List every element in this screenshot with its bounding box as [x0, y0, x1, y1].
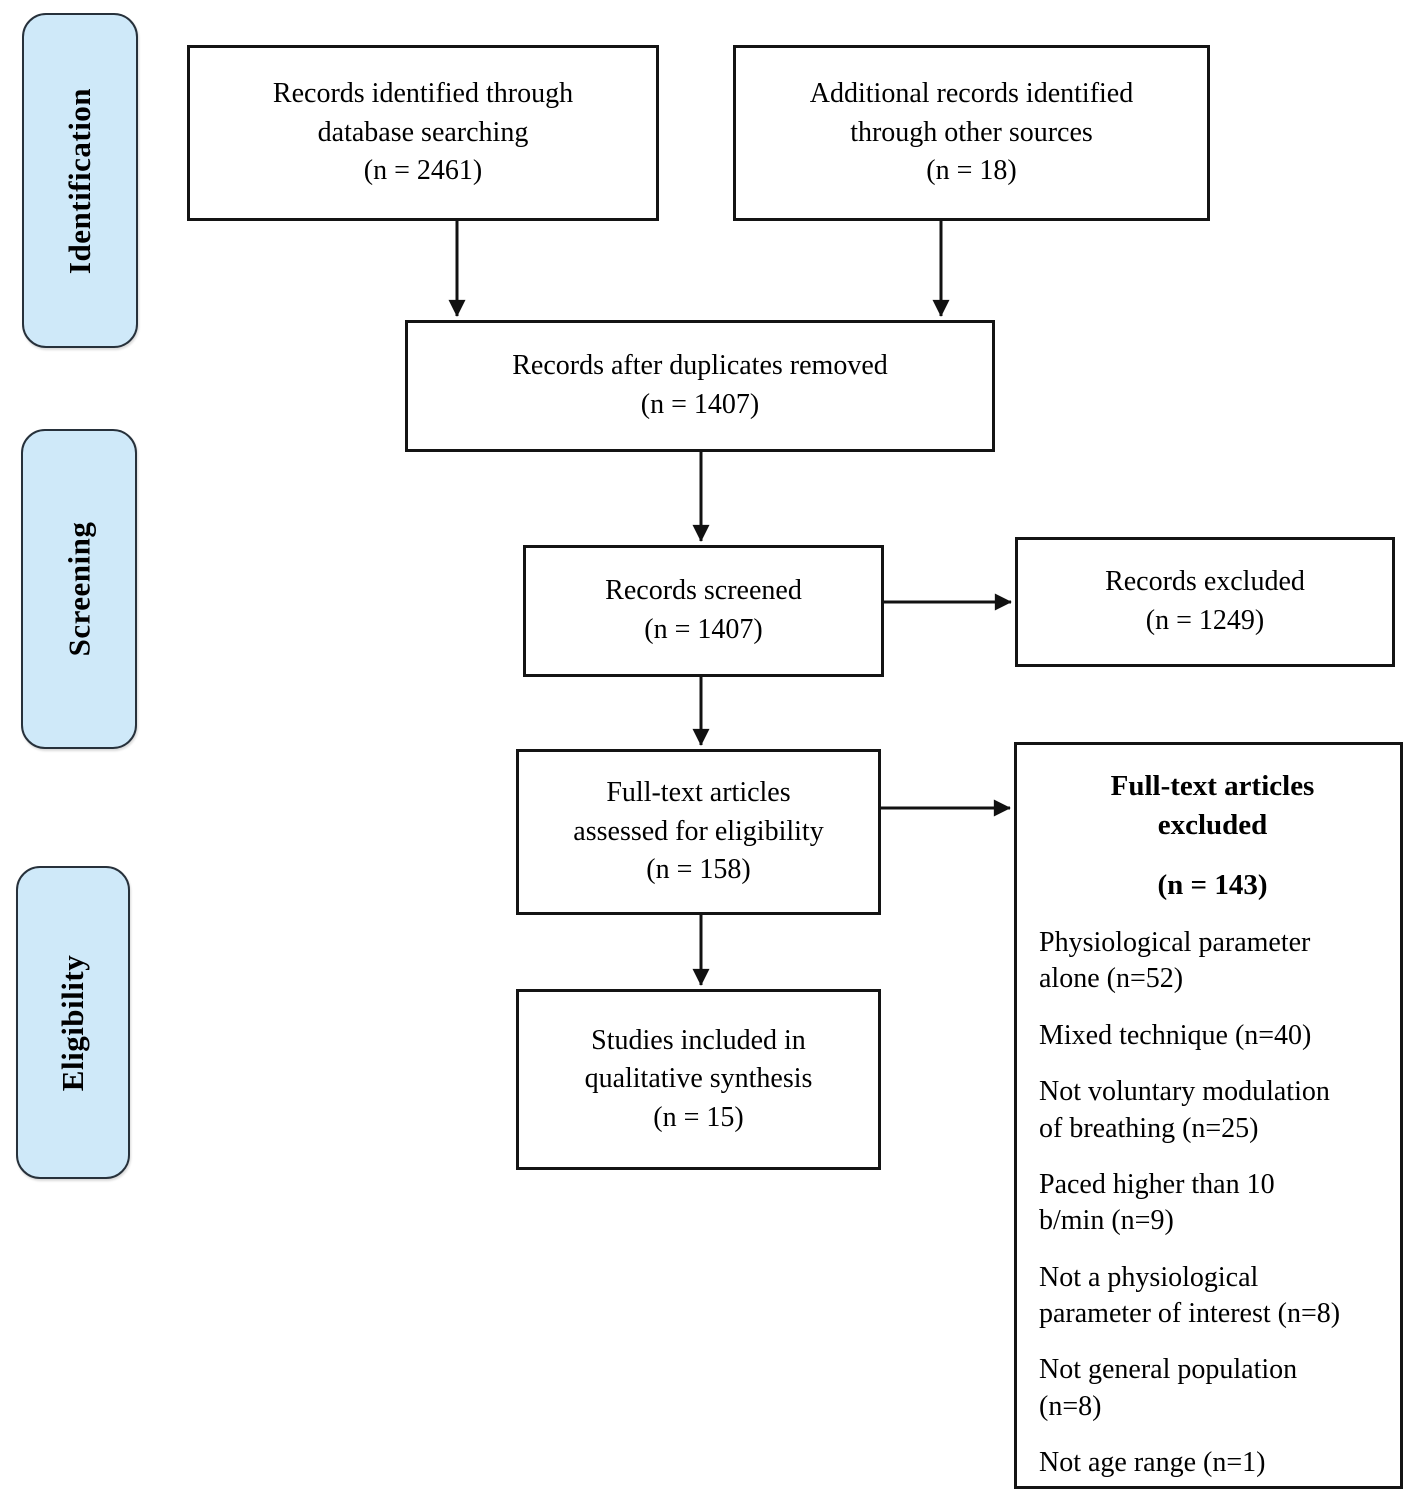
box-records-identified-label: Records identified through database sear… [272, 78, 574, 148]
box-duplicates-removed: Records after duplicates removed (n = 14… [405, 320, 995, 452]
exclusion-reason-not-voluntary: Not voluntary modulation of breathing (n… [1039, 1076, 1330, 1144]
box-additional-records-label: Additional records identified through ot… [809, 78, 1134, 148]
box-studies-included: Studies included in qualitative synthesi… [516, 989, 881, 1170]
box-fulltext-excluded-count: (n = 143) [1157, 869, 1268, 902]
exclusion-reason-physiological-alone: Physiological parameter alone (n=52) [1039, 926, 1311, 995]
box-fulltext-assessed-label: Full-text articles assessed for eligibil… [573, 777, 824, 847]
box-fulltext-excluded-title: Full-text articles excluded [1110, 770, 1315, 842]
box-records-excluded-count: (n = 1249) [1145, 605, 1265, 636]
box-duplicates-removed-count: (n = 1407) [640, 389, 760, 420]
stage-identification: Identification [22, 13, 138, 348]
box-records-identified: Records identified through database sear… [187, 45, 659, 221]
exclusion-reason-not-age-range: Not age range (n=1) [1039, 1447, 1266, 1479]
box-studies-included-count: (n = 15) [653, 1101, 744, 1133]
exclusion-reason-not-general-population: Not general population (n=8) [1039, 1354, 1298, 1422]
box-additional-records: Additional records identified through ot… [733, 45, 1210, 221]
box-records-identified-count: (n = 2461) [363, 155, 483, 187]
stage-screening: Screening [21, 429, 137, 749]
exclusion-reason-not-parameter-of-interest: Not a physiological parameter of interes… [1039, 1261, 1341, 1330]
box-additional-records-count: (n = 18) [926, 155, 1017, 187]
box-records-screened-count: (n = 1407) [644, 614, 763, 645]
stage-eligibility: Eligibility [16, 866, 130, 1179]
box-studies-included-label: Studies included in qualitative synthesi… [584, 1024, 813, 1095]
box-duplicates-removed-label: Records after duplicates removed [512, 350, 888, 382]
exclusion-reason-paced-higher: Paced higher than 10 b/min (n=9) [1039, 1168, 1275, 1237]
box-records-excluded-label: Records excluded [1105, 566, 1305, 598]
stage-identification-label: Identification [62, 87, 97, 274]
box-records-screened: Records screened (n = 1407) [523, 545, 884, 677]
box-records-excluded: Records excluded (n = 1249) [1015, 537, 1395, 667]
stage-screening-label: Screening [61, 521, 96, 657]
box-fulltext-assessed: Full-text articles assessed for eligibil… [516, 749, 881, 915]
box-records-screened-label: Records screened [605, 575, 802, 607]
box-fulltext-assessed-count: (n = 158) [646, 854, 751, 886]
stage-eligibility-label: Eligibility [55, 954, 91, 1091]
box-fulltext-excluded: Full-text articles excluded (n = 143) Ph… [1014, 742, 1403, 1489]
exclusion-reason-mixed-technique: Mixed technique (n=40) [1039, 1019, 1312, 1051]
